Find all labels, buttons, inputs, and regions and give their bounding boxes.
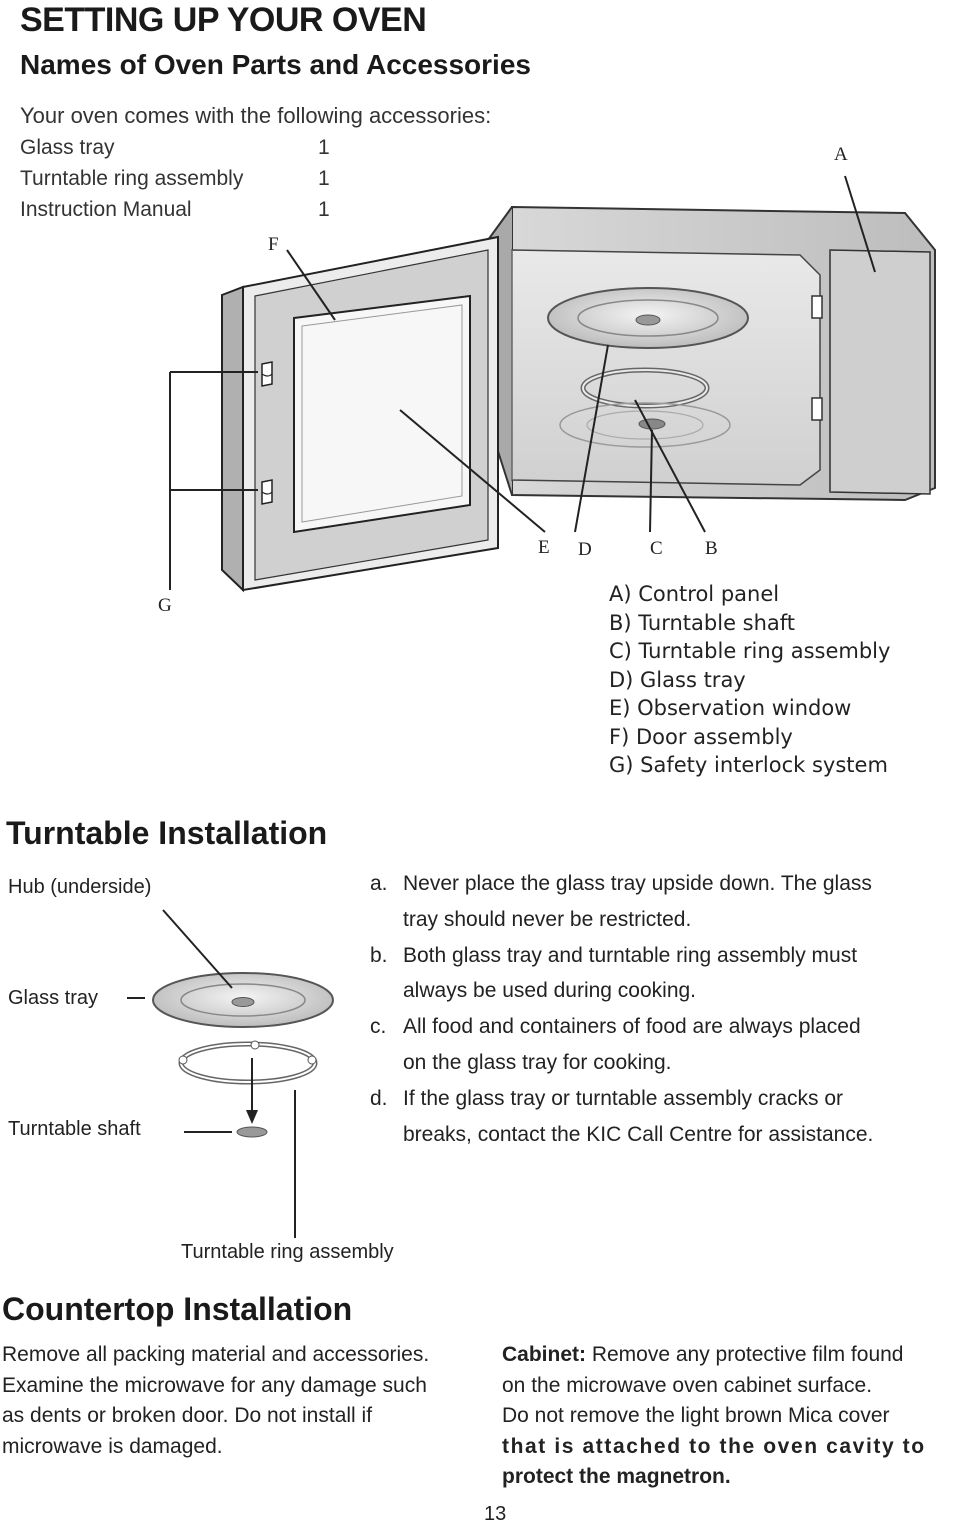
page-number: 13: [484, 1503, 507, 1525]
callout-letter-b: B: [705, 538, 718, 559]
parts-legend: A) Control panel B) Turntable shaft C) T…: [609, 580, 890, 780]
step-line: Never place the glass tray upside down. …: [403, 872, 872, 895]
turntable-steps: a. Never place the glass tray upside dow…: [370, 866, 873, 1152]
accessories-intro: Your oven comes with the following acces…: [20, 103, 492, 128]
door-hook: [261, 479, 273, 505]
legend-item: B) Turntable shaft: [609, 610, 796, 635]
callout-letter-e: E: [538, 537, 550, 558]
callout-lines: [169, 175, 876, 590]
step-item: d. If the glass tray or turntable assemb…: [370, 1081, 873, 1153]
glass-tray-illustration: [152, 972, 334, 1028]
accessory-qty: 1: [318, 198, 330, 221]
instruction-line: that is attached to the oven cavity to: [502, 1434, 926, 1458]
step-line: breaks, contact the KIC Call Centre for …: [403, 1122, 874, 1146]
instruction-line: protect the magnetron.: [502, 1465, 731, 1489]
step-item: c. All food and containers of food are a…: [370, 1009, 873, 1081]
step-line: tray should never be restricted.: [403, 907, 692, 931]
legend-item: A) Control panel: [609, 582, 780, 606]
countertop-instructions: Remove all packing material and accessor…: [2, 1340, 429, 1462]
callout-letter-g: G: [158, 595, 172, 616]
instruction-line: microwave is damaged.: [2, 1434, 223, 1458]
callout-letter-f: F: [268, 234, 279, 255]
door-hook: [261, 361, 273, 387]
hub-label: Hub (underside): [8, 876, 152, 898]
legend-item: C) Turntable ring assembly: [609, 639, 891, 663]
legend-item: E) Observation window: [609, 696, 852, 720]
glass-tray-illustration: [547, 287, 749, 349]
step-line: always be used during cooking.: [403, 979, 697, 1003]
instruction-line: Remove all packing material and accessor…: [2, 1343, 430, 1366]
step-line: If the glass tray or turntable assembly …: [403, 1086, 844, 1110]
oven-cavity: [511, 249, 821, 486]
turntable-ring-illustration: [178, 1040, 318, 1085]
turntable-section-title: Turntable Installation: [6, 815, 328, 851]
accessory-item: Glass tray 1: [20, 134, 340, 162]
countertop-section-title: Countertop Installation: [2, 1291, 353, 1327]
accessory-name: Glass tray: [20, 136, 115, 159]
control-panel: [829, 249, 931, 495]
legend-item: F) Door assembly: [609, 724, 793, 749]
turntable-shaft-illustration: [236, 1126, 268, 1138]
step-line: on the glass tray for cooking.: [403, 1050, 672, 1074]
callout-letter-c: C: [650, 538, 663, 559]
accessory-item: Instruction Manual 1: [20, 196, 340, 224]
callout-letter-a: A: [834, 144, 848, 165]
turntable-shaft-label: Turntable shaft: [8, 1118, 141, 1140]
step-line: Both glass tray and turntable ring assem…: [403, 943, 858, 967]
cavity-floor: [559, 402, 731, 448]
cabinet-label: Cabinet:: [502, 1343, 586, 1366]
instruction-line: Do not remove the light brown Mica cover: [502, 1404, 890, 1428]
accessory-name: Turntable ring assembly: [20, 167, 244, 190]
step-marker: c.: [370, 1015, 387, 1039]
instruction-line: as dents or broken door. Do not install …: [2, 1404, 373, 1428]
instruction-text: Remove any protective film found: [586, 1343, 904, 1366]
step-line: All food and containers of food are alwa…: [403, 1015, 861, 1039]
instruction-line: Examine the microwave for any damage suc…: [2, 1373, 427, 1397]
latch-slot: [811, 397, 823, 421]
step-item: a. Never place the glass tray upside dow…: [370, 866, 873, 938]
legend-item: G) Safety interlock system: [609, 753, 888, 777]
turntable-ring-illustration: [580, 367, 710, 409]
callout-letter-d: D: [578, 539, 592, 560]
glass-tray-label: Glass tray: [8, 987, 99, 1009]
accessory-qty: 1: [318, 136, 330, 159]
cabinet-instructions: Cabinet: Remove any protective film foun…: [502, 1340, 926, 1493]
step-marker: b.: [370, 943, 388, 967]
instruction-line: Cabinet: Remove any protective film foun…: [502, 1340, 926, 1371]
step-item: b. Both glass tray and turntable ring as…: [370, 938, 873, 1010]
accessory-item: Turntable ring assembly 1: [20, 165, 340, 193]
observation-window: [293, 294, 471, 534]
turntable-diagram: [127, 909, 334, 1238]
instruction-line: on the microwave oven cabinet surface.: [502, 1373, 873, 1397]
latch-slot: [811, 295, 823, 319]
legend-item: D) Glass tray: [609, 667, 746, 692]
turntable-ring-label: Turntable ring assembly: [181, 1241, 394, 1263]
step-marker: d.: [370, 1086, 388, 1110]
accessory-name: Instruction Manual: [20, 198, 192, 221]
section-subtitle: Names of Oven Parts and Accessories: [20, 49, 531, 80]
accessory-qty: 1: [318, 167, 330, 190]
page-title: SETTING UP YOUR OVEN: [20, 1, 427, 39]
step-marker: a.: [370, 872, 388, 895]
